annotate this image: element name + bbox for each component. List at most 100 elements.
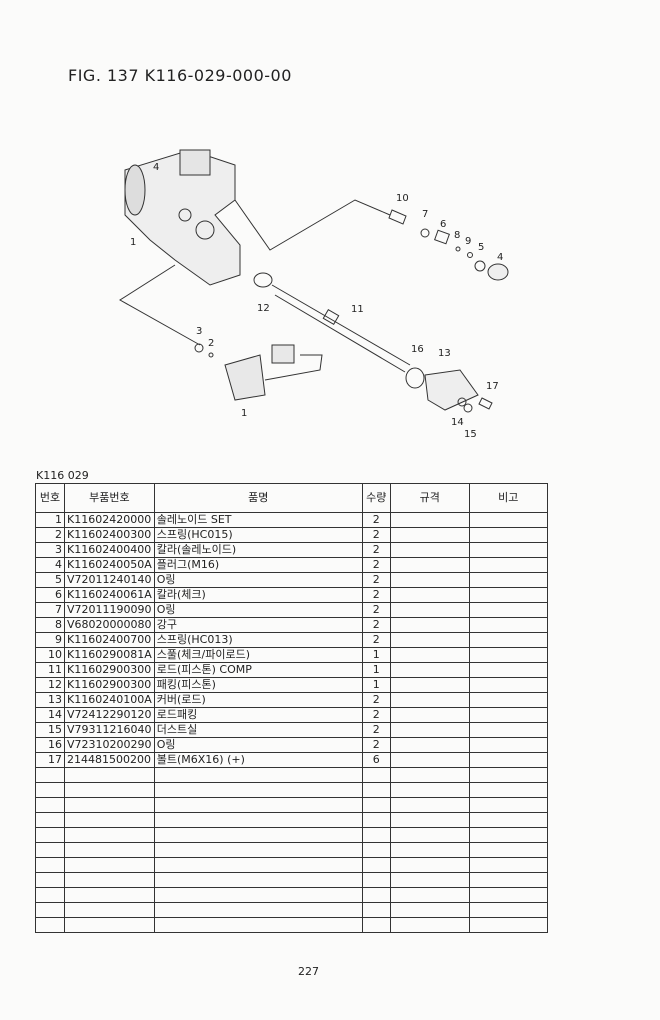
remarks-cell xyxy=(468,752,548,768)
item-number-cell: 15 xyxy=(35,722,65,738)
remarks-cell xyxy=(468,512,548,528)
spec-cell xyxy=(389,527,470,543)
part-name-cell: O링 xyxy=(153,572,363,588)
callout-label: 1 xyxy=(130,237,136,248)
part-number-cell: V72310200290 xyxy=(64,737,155,753)
part-number-cell: K1160240100A xyxy=(64,692,155,708)
item-number-cell: 2 xyxy=(35,527,65,543)
part-name-cell xyxy=(153,857,363,873)
header-remarks: 비고 xyxy=(468,483,548,513)
callout-label: 6 xyxy=(440,219,446,230)
quantity-cell xyxy=(361,902,391,918)
remarks-cell xyxy=(468,797,548,813)
spec-cell xyxy=(389,812,470,828)
item-number-cell: 10 xyxy=(35,647,65,663)
part-name-cell xyxy=(153,887,363,903)
part-number-cell: K1160240061A xyxy=(64,587,155,603)
spec-cell xyxy=(389,632,470,648)
callout-label: 1 xyxy=(241,408,247,419)
quantity-cell: 1 xyxy=(361,677,391,693)
spec-cell xyxy=(389,512,470,528)
quantity-cell xyxy=(361,887,391,903)
part-number-cell xyxy=(64,902,155,918)
remarks-cell xyxy=(468,527,548,543)
quantity-cell: 2 xyxy=(361,722,391,738)
part-name-cell xyxy=(153,827,363,843)
spec-cell xyxy=(389,617,470,633)
callout-label: 4 xyxy=(153,162,159,173)
part-name-cell xyxy=(153,812,363,828)
header-no: 번호 xyxy=(35,483,65,513)
item-number-cell: 12 xyxy=(35,677,65,693)
part-name-cell: 더스트실 xyxy=(153,722,363,738)
part-number-cell: V72412290120 xyxy=(64,707,155,723)
part-name-cell: 커버(로드) xyxy=(153,692,363,708)
empty-table-row xyxy=(35,782,548,798)
remarks-cell xyxy=(468,542,548,558)
spec-cell xyxy=(389,782,470,798)
spec-cell xyxy=(389,872,470,888)
spec-cell xyxy=(389,542,470,558)
part-number-cell: K1160290081A xyxy=(64,647,155,663)
part-number-cell xyxy=(64,842,155,858)
quantity-cell: 2 xyxy=(361,602,391,618)
quantity-cell: 2 xyxy=(361,512,391,528)
part-name-cell: 칼라(체크) xyxy=(153,587,363,603)
part-number-cell xyxy=(64,872,155,888)
remarks-cell xyxy=(468,902,548,918)
part-number-cell xyxy=(64,782,155,798)
item-number-cell: 11 xyxy=(35,662,65,678)
part-number-cell xyxy=(64,857,155,873)
remarks-cell xyxy=(468,602,548,618)
callout-label: 10 xyxy=(396,193,409,204)
callout-label: 11 xyxy=(351,304,364,315)
quantity-cell xyxy=(361,767,391,783)
remarks-cell xyxy=(468,707,548,723)
remarks-cell xyxy=(468,857,548,873)
spec-cell xyxy=(389,707,470,723)
remarks-cell xyxy=(468,692,548,708)
remarks-cell xyxy=(468,737,548,753)
part-name-cell xyxy=(153,797,363,813)
part-number-cell xyxy=(64,917,155,933)
remarks-cell xyxy=(468,662,548,678)
item-number-cell xyxy=(35,842,65,858)
callout-numbers: 4 1 10 7 6 8 9 5 4 12 11 3 2 16 13 1 17 … xyxy=(130,162,503,440)
item-number-cell: 7 xyxy=(35,602,65,618)
callout-label: 5 xyxy=(478,242,484,253)
spec-cell xyxy=(389,647,470,663)
part-number-cell: K1160240050A xyxy=(64,557,155,573)
empty-table-row xyxy=(35,767,548,783)
spec-cell xyxy=(389,827,470,843)
callout-label: 12 xyxy=(257,303,270,314)
empty-table-row xyxy=(35,902,548,918)
spec-cell xyxy=(389,662,470,678)
empty-table-row xyxy=(35,872,548,888)
spec-cell xyxy=(389,677,470,693)
spec-cell xyxy=(389,917,470,933)
part-name-cell: 스프링(HC013) xyxy=(153,632,363,648)
exploded-parts-diagram: 4 1 10 7 6 8 9 5 4 12 11 3 2 16 13 1 17 … xyxy=(119,149,509,440)
remarks-cell xyxy=(468,587,548,603)
part-name-cell: 스풀(체크/파이로드) xyxy=(153,647,363,663)
part-name-cell xyxy=(153,767,363,783)
part-number-cell: K11602420000 xyxy=(64,512,155,528)
remarks-cell xyxy=(468,782,548,798)
quantity-cell xyxy=(361,917,391,933)
spec-cell xyxy=(389,587,470,603)
spec-cell xyxy=(389,842,470,858)
callout-label: 16 xyxy=(411,344,424,355)
part-name-cell: O링 xyxy=(153,737,363,753)
remarks-cell xyxy=(468,557,548,573)
quantity-cell xyxy=(361,782,391,798)
callout-label: 15 xyxy=(464,429,477,440)
item-number-cell: 16 xyxy=(35,737,65,753)
remarks-cell xyxy=(468,917,548,933)
